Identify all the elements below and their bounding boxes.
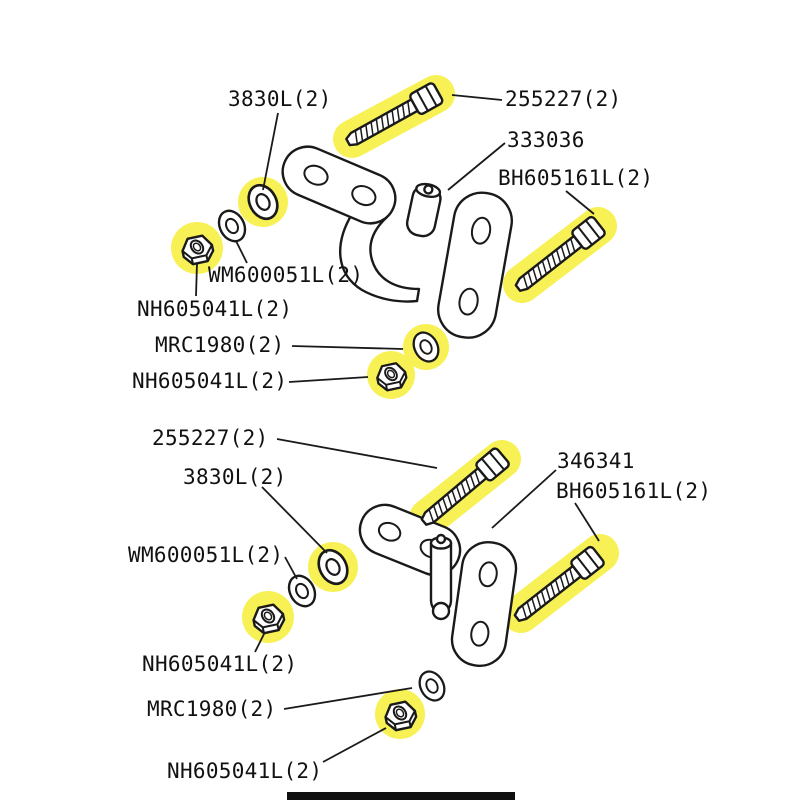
label-mrc1980-bottom: MRC1980(2) xyxy=(147,697,277,721)
label-wm600051l-top: WM600051L(2) xyxy=(208,263,364,287)
bolt-255227-bottom-drawing xyxy=(415,445,512,533)
label-nh605041l-top-upper: NH605041L(2) xyxy=(137,297,293,321)
label-bh605161l-top: BH605161L(2) xyxy=(498,166,654,190)
label-333036: 333036 xyxy=(507,128,585,152)
hinge-346341-drawing xyxy=(358,503,518,667)
label-255227-bottom: 255227(2) xyxy=(152,426,269,450)
label-255227-top: 255227(2) xyxy=(505,87,622,111)
label-nh605041l-top-lower: NH605041L(2) xyxy=(132,369,288,393)
bolt-bh605161l-bottom-drawing xyxy=(508,544,607,629)
label-nh605041l-bottom-upper: NH605041L(2) xyxy=(142,652,298,676)
label-wm600051l-bottom: WM600051L(2) xyxy=(128,543,284,567)
hinge-333036-drawing xyxy=(281,145,513,339)
label-346341: 346341 xyxy=(557,449,635,473)
label-3830l-bottom: 3830L(2) xyxy=(183,465,287,489)
bolt-bh605161l-top-drawing xyxy=(509,214,608,299)
label-nh605041l-bottom-lower: NH605041L(2) xyxy=(167,759,323,783)
label-bh605161l-bottom: BH605161L(2) xyxy=(556,479,712,503)
leader-lines xyxy=(195,94,600,763)
label-mrc1980-top: MRC1980(2) xyxy=(155,333,285,357)
label-3830l-top: 3830L(2) xyxy=(228,87,332,111)
bottom-edge-bar xyxy=(287,792,515,800)
